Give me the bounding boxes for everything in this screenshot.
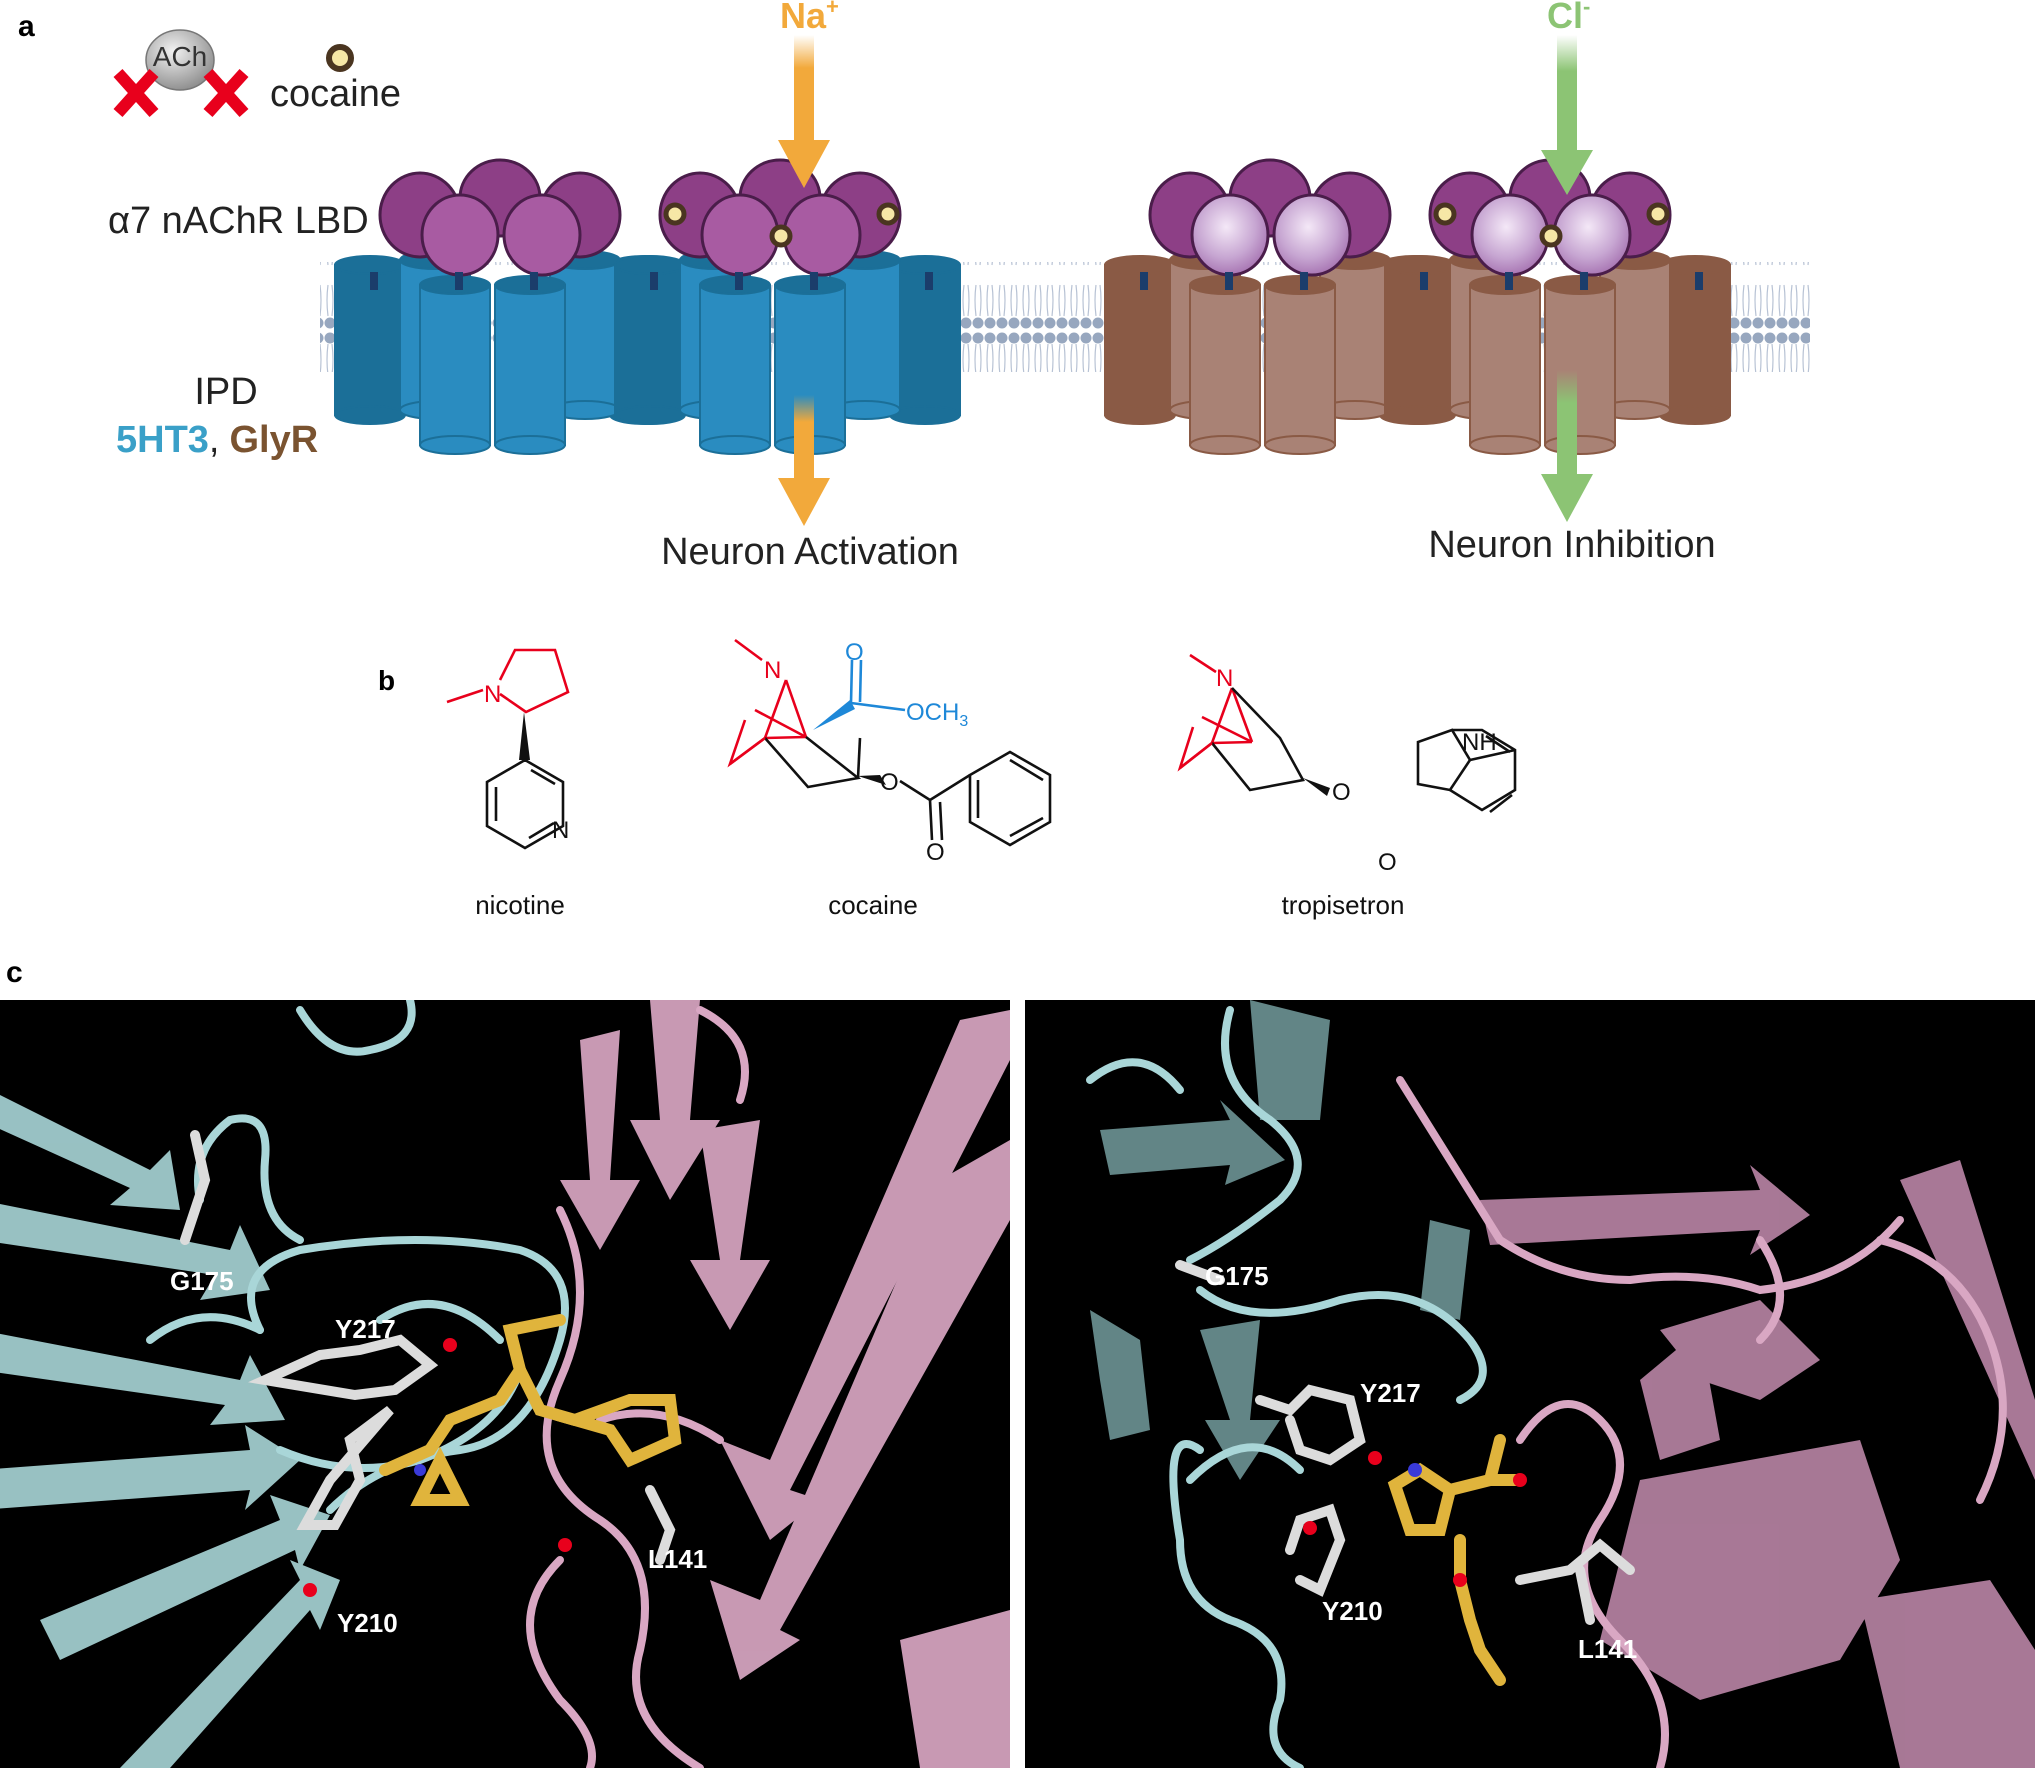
lbd-subunit [782,193,862,277]
right-residue-g175: G175 [1205,1261,1269,1291]
cocaine-ester-o: O [880,769,899,796]
lbd-subunit [1272,193,1352,277]
lbd-subunit [420,193,500,277]
cocaine-n-atom: N [764,657,781,684]
docking-view-right: G175 Y217 Y210 L141 [1025,1000,2035,1768]
tropisetron-nh: NH [1462,729,1497,756]
pore-helix [1189,284,1261,446]
ipd-subtypes: 5HT3,GlyR [116,419,318,461]
cocaine-structure: N O OCH3 O O [727,638,1052,866]
ach-legend: ACh cocaine [113,29,401,118]
lbd-subunit [1470,193,1550,277]
bound-cocaine-icon [1646,202,1670,226]
channel-glyr-resting [1104,158,1451,455]
bound-cocaine-icon [1433,202,1457,226]
ipd-5ht3-label: 5HT3 [116,419,209,461]
ipd-comma: , [209,419,220,461]
panel-a-label: a [18,10,35,43]
cocaine-carbonyl-o: O [845,639,864,666]
cocaine-benzoyl-o: O [926,839,945,866]
nicotine-pyridine-n: N [552,817,569,844]
panel-b: b N N nicotine N O OCH3 [378,638,1517,920]
nicotine-structure: N N [446,648,570,850]
docking-view-left: G175 Y217 Y210 L141 [0,1000,1010,1768]
left-residue-y210: Y210 [337,1608,398,1638]
right-residue-l141: L141 [1578,1634,1637,1664]
panel-a: a ACh cocaine α7 nAChR LBD IPD 5HT3,GlyR [18,0,1810,573]
neuron-inhibition-label: Neuron Inhibition [1428,524,1715,566]
ach-label: ACh [153,41,207,72]
cocaine-icon [326,44,354,72]
tropisetron-carbonyl-o: O [1378,849,1397,876]
tropisetron-structure: N O O NH [1177,653,1517,876]
bound-cocaine-icon [663,202,687,226]
cl-arrow: Cl- [1541,0,1593,522]
pore-helix [494,284,566,446]
lbd-label: α7 nAChR LBD [108,200,369,242]
left-residue-y217: Y217 [335,1314,396,1344]
right-residue-y210: Y210 [1322,1596,1383,1626]
lbd-subunit [1552,193,1632,277]
pore-helix [1544,284,1616,446]
panel-b-label: b [378,665,395,696]
tropisetron-ester-o: O [1332,779,1351,806]
cocaine-structure-label: cocaine [828,890,918,920]
cl-ion-label: Cl- [1547,0,1590,36]
ach-molecule [145,29,215,91]
tropisetron-n-atom: N [1216,665,1233,692]
neuron-activation-label: Neuron Activation [661,531,959,573]
nicotine-n-atom: N [484,681,501,708]
right-residue-y217: Y217 [1360,1378,1421,1408]
pore-helix [1264,284,1336,446]
ipd-glyr-label: GlyR [229,419,318,461]
lbd-subunit [1190,193,1270,277]
pore-helix [419,284,491,446]
na-arrow: Na+ [778,0,839,526]
nicotine-label: nicotine [475,890,565,920]
x-mark-icon [113,68,249,118]
cocaine-och3: OCH3 [906,699,968,730]
bound-cocaine-icon [1539,224,1563,248]
channel-5ht3-active [614,158,961,455]
pore-helix [699,284,771,446]
left-residue-g175: G175 [170,1266,234,1296]
bound-cocaine-icon [876,202,900,226]
tropisetron-label: tropisetron [1282,890,1405,920]
na-ion-label: Na+ [780,0,839,36]
pore-helix [1469,284,1541,446]
bound-cocaine-icon [769,224,793,248]
lbd-subunit [700,193,780,277]
ipd-label: IPD [194,371,257,413]
left-residue-l141: L141 [648,1544,707,1574]
panel-c: c [0,956,2035,1768]
lbd-subunit [502,193,582,277]
panel-c-label: c [6,956,23,989]
cocaine-legend-label: cocaine [270,73,401,115]
